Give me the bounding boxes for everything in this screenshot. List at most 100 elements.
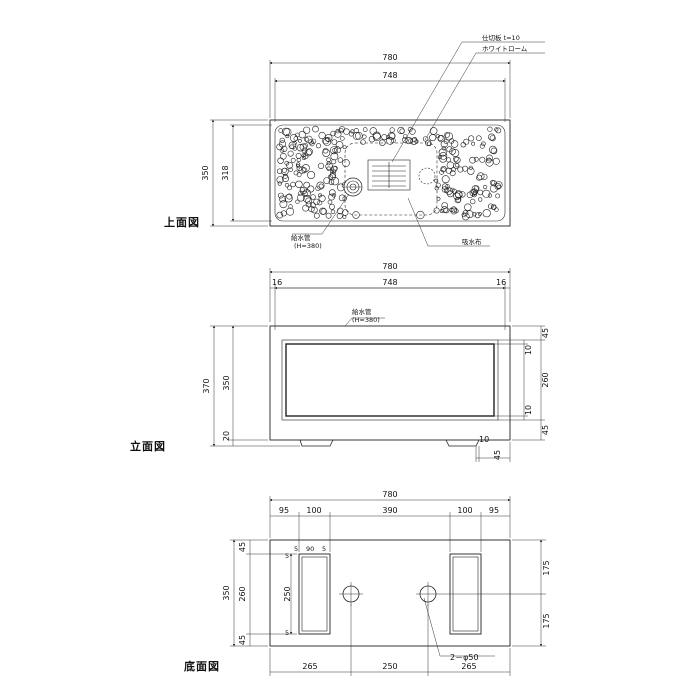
pebble <box>326 166 331 171</box>
pebble <box>307 185 315 193</box>
pebble <box>494 183 502 190</box>
pebble <box>285 134 290 139</box>
bot-dim-45-top: 45 <box>238 542 247 552</box>
bot-dim-390: 390 <box>382 506 397 515</box>
pebble <box>330 146 339 155</box>
pebble <box>444 132 450 138</box>
pebble <box>330 177 340 186</box>
pebble <box>471 141 476 146</box>
pebble <box>296 172 302 178</box>
pebble <box>295 163 300 168</box>
pebble <box>276 143 283 151</box>
label-foam: ホワイトローム <box>482 45 528 53</box>
pebble <box>469 156 476 164</box>
pebble-fill <box>276 125 503 221</box>
elevation-view: 780 16 748 16 給水管 (H=380) 370 350 20 <box>130 262 550 462</box>
pebble <box>287 185 292 191</box>
pebble <box>464 203 472 211</box>
bot-dim-175-top: 175 <box>542 560 551 575</box>
pebble <box>295 152 302 159</box>
elev-dim-45-top: 45 <box>541 328 550 338</box>
pebble <box>277 192 284 199</box>
pebble <box>310 202 316 209</box>
bot-dim-100-right: 100 <box>457 506 472 515</box>
pebble <box>450 207 458 215</box>
partition-hatching <box>372 162 406 188</box>
pebble <box>327 199 333 205</box>
pebble <box>297 138 302 143</box>
pebble <box>307 171 316 180</box>
pebble <box>409 128 416 135</box>
pebble <box>322 137 330 145</box>
pebble <box>477 212 482 216</box>
bot-dim-small-90: 90 <box>306 545 314 553</box>
pebble <box>491 205 497 210</box>
pebble <box>454 197 461 204</box>
pebble <box>330 165 338 173</box>
pebble <box>482 209 491 218</box>
elev-dim-350: 350 <box>222 375 231 390</box>
pebble <box>467 167 475 175</box>
pebble <box>402 134 408 139</box>
top-dim-350: 350 <box>201 165 210 180</box>
elev-dim-16-right: 16 <box>496 278 506 287</box>
pebble <box>293 136 299 141</box>
elev-panel-outer <box>281 339 499 421</box>
pebble <box>290 157 296 163</box>
pebble <box>330 152 339 161</box>
pebble <box>451 166 456 172</box>
pebble <box>440 140 448 148</box>
pebble <box>389 127 395 133</box>
pebble <box>284 160 290 166</box>
pebble <box>297 193 305 202</box>
pebble <box>495 181 503 189</box>
pebble <box>288 167 293 172</box>
pebble <box>289 134 298 142</box>
pebble <box>328 173 336 181</box>
elev-dim-780: 780 <box>382 262 397 271</box>
pebble <box>303 189 312 197</box>
pebble <box>441 206 449 213</box>
pebble <box>475 135 482 141</box>
leader-foam <box>424 52 545 141</box>
pebble <box>462 165 468 172</box>
pebble <box>339 126 345 132</box>
pebble <box>311 138 317 144</box>
pebble <box>312 125 319 133</box>
pebble <box>450 140 459 148</box>
pebble <box>348 131 354 137</box>
pebble <box>463 138 470 145</box>
pebble <box>330 130 336 137</box>
pebble <box>471 192 477 198</box>
pebble <box>440 167 446 173</box>
elev-dim-foot-45: 45 <box>493 450 502 460</box>
pebble <box>479 143 485 149</box>
pebble <box>279 195 287 203</box>
elev-dim-45-bot: 45 <box>541 425 550 435</box>
bot-dim-small-5-right: 5 <box>322 545 326 553</box>
pebble <box>331 159 337 165</box>
elev-dim-10-top: 10 <box>524 345 533 355</box>
water-pipe-symbol <box>343 177 363 197</box>
pebble <box>461 212 467 218</box>
pebble <box>336 213 343 220</box>
bot-foot-left-inner <box>301 556 328 632</box>
pebble <box>335 141 344 149</box>
elev-leader-pipe <box>344 317 385 327</box>
bot-body <box>269 539 511 647</box>
pebble <box>391 138 396 143</box>
pebble <box>341 159 350 167</box>
pebble <box>279 137 285 143</box>
pebble <box>451 149 460 157</box>
pebble <box>284 183 290 188</box>
pebble <box>311 206 318 214</box>
pebble <box>295 199 300 204</box>
bot-hole-left <box>339 582 363 606</box>
pebble <box>313 198 320 206</box>
elev-dim-260: 260 <box>541 372 550 387</box>
pebble <box>494 127 499 132</box>
pebble <box>487 126 493 132</box>
pebble <box>281 167 289 176</box>
bot-dim-small-5-left-bot: 5 <box>285 629 289 637</box>
pebble <box>488 133 496 141</box>
